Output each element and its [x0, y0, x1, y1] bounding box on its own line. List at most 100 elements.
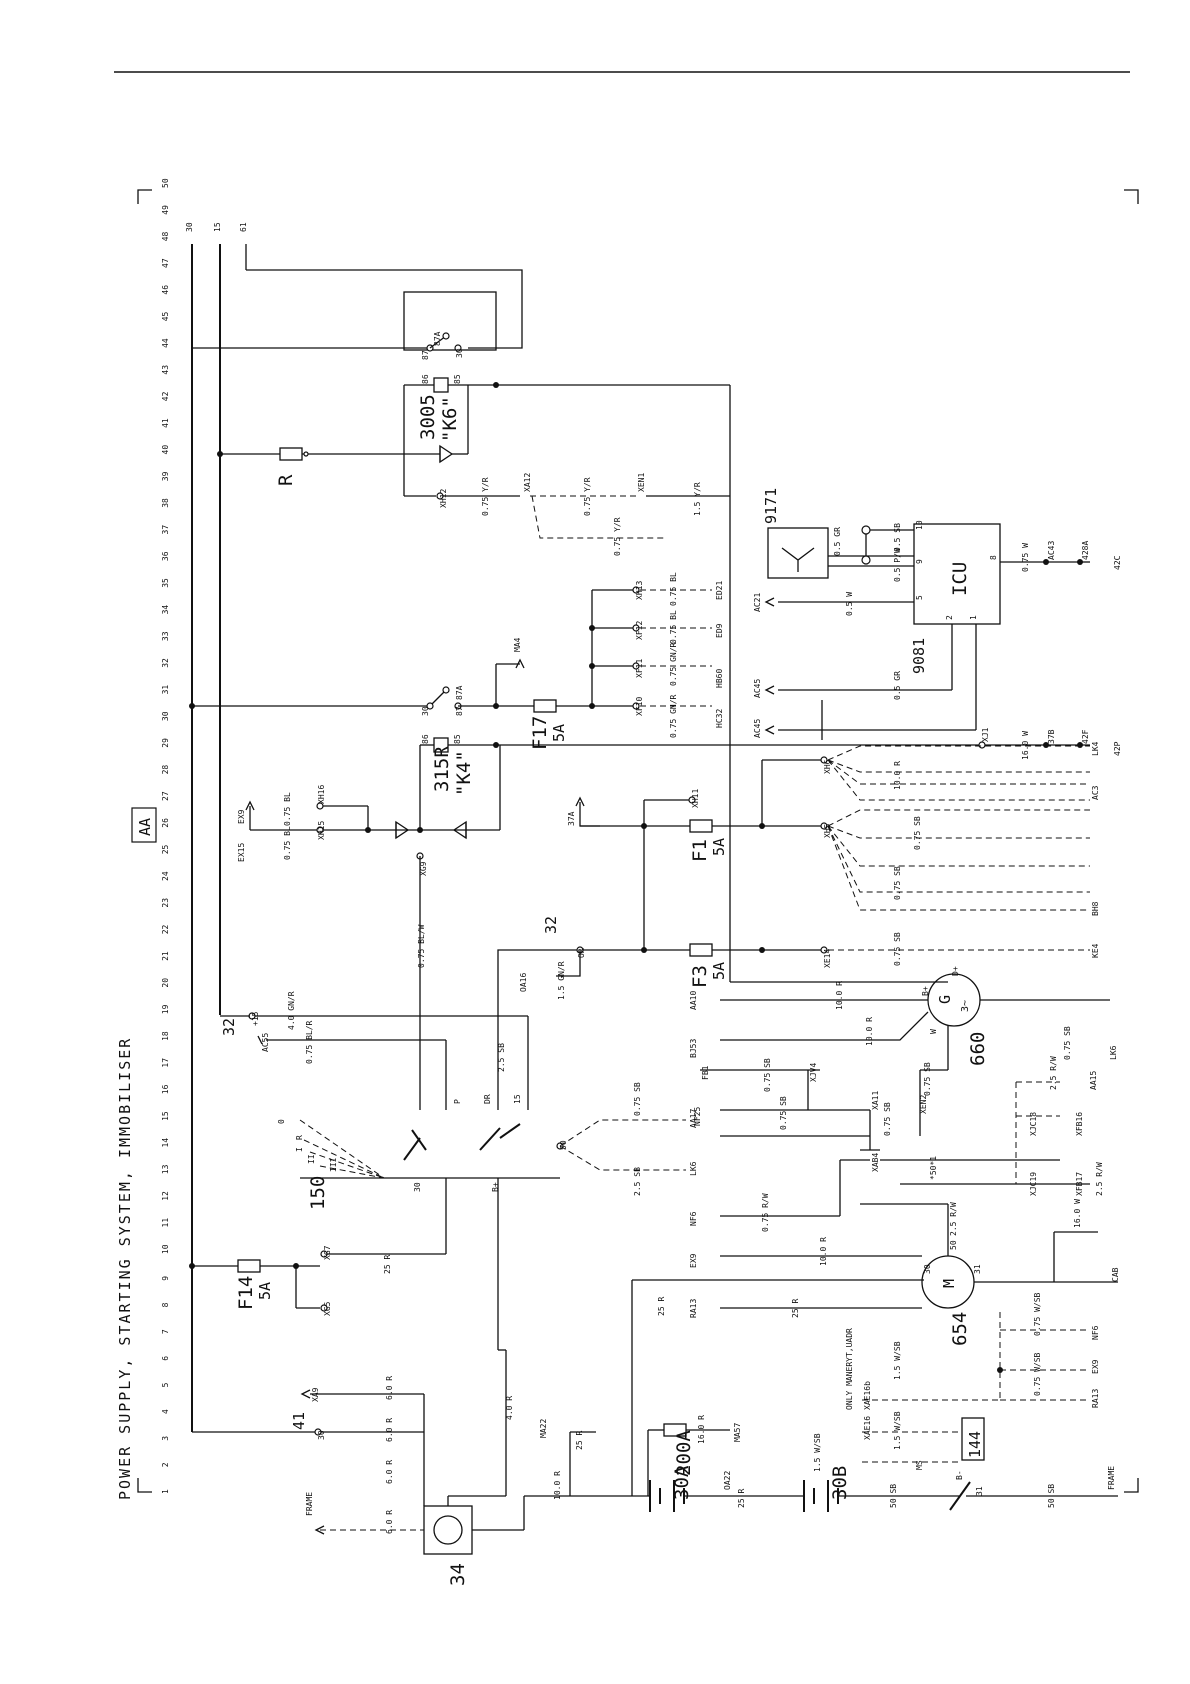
target-oa16: OA16 [519, 973, 528, 992]
wire-bl-w: 0.75 BL/W [417, 924, 426, 968]
grid-number: 1 [161, 1489, 170, 1494]
wire-y-r-4: 1.5 Y/R [693, 482, 702, 516]
sheet-code: AA [136, 818, 154, 836]
grid-number: 5 [161, 1382, 170, 1387]
wire-gn-r-1: 0.75 GN/R [669, 642, 678, 686]
conn-xf10: XF10 [635, 697, 644, 716]
wire-w-sb-5: 0.75 W/SB [1033, 1292, 1042, 1336]
target-nf25: NF25 [693, 1107, 702, 1126]
wire-25r-3: 25 R [791, 1299, 800, 1318]
target-428a: AC43 [1047, 541, 1056, 560]
f3-rating: 5A [710, 962, 728, 980]
bs-pin-31: 31 [975, 1486, 984, 1496]
ref-box-144: 144 [966, 1431, 984, 1458]
wire-2-5-rw-st: 2.5 R/W [949, 1202, 958, 1236]
ign-pin-dr: DR [483, 1094, 492, 1104]
conn-xh11: XH11 [691, 789, 700, 808]
grid-number: 24 [161, 871, 170, 881]
conn-xen2: XEN2 [919, 1095, 928, 1114]
target-fb1: FB1 [701, 1065, 710, 1080]
conn-xg5: XG5 [323, 1301, 332, 1316]
grid-number: 45 [161, 311, 170, 321]
grid-number: 3 [161, 1436, 170, 1441]
ref-32a: 32 [220, 1018, 238, 1036]
target-ex9b: RA13 [1091, 1389, 1100, 1408]
k4-pin-30: 30 [421, 706, 430, 716]
supply-rails: 30 15 61 [185, 222, 248, 1432]
sheet-code-box: AA [131, 807, 157, 843]
note-maneryt: ONLY MANERYT,UADR [845, 1328, 854, 1410]
target-frame-2: CAB [1111, 1267, 1120, 1282]
wire-sb-2: 0.75 SB [913, 816, 922, 850]
grid-number: 28 [161, 765, 170, 775]
target-aa10: AA10 [689, 991, 698, 1010]
grid-number: 15 [161, 1111, 170, 1121]
icu-pin-2: 2 [945, 615, 954, 620]
wire-sb-icu: 0.5 W [845, 592, 854, 616]
rail61-wire [246, 269, 523, 349]
y-r-chain: XH12 0.75 Y/R XA12 0.75 Y/R 0.75 Y/R XEN… [404, 473, 730, 556]
target-42f: 37B [1047, 729, 1056, 744]
conn-xf12: XF12 [635, 621, 644, 640]
rail-61: 61 [239, 222, 248, 232]
conn-xe14: XE14 [823, 949, 832, 968]
grid-number: 20 [161, 978, 170, 988]
target-hb60: HB60 [715, 669, 724, 688]
f17-rating: 5A [550, 724, 568, 742]
target-nf6: EX9 [1091, 1359, 1100, 1374]
starter-symbol: M [940, 1279, 958, 1288]
conn-xfb16: XFB16 [1075, 1112, 1084, 1136]
wire-sb-6: 0.75 SB [779, 1096, 788, 1130]
grid-number: 9 [161, 1276, 170, 1281]
k4-pin-87a: 87A [455, 685, 464, 700]
conn-xae16: XAE16 [863, 1416, 872, 1440]
conn-xg7: XG7 [323, 1245, 332, 1260]
grid-number: 17 [161, 1058, 170, 1068]
grid-number: 4 [161, 1409, 170, 1414]
wire-16r: 10.0 R [553, 1471, 562, 1500]
target-bj53: BJ53 [689, 1039, 698, 1058]
k6-pin-85: 85 [453, 374, 462, 384]
resistor-label: R [275, 474, 297, 486]
target-bj52: RA13 [689, 1299, 698, 1318]
grid-number: 33 [161, 631, 170, 641]
grid-number: 6 [161, 1356, 170, 1361]
grid-number: 38 [161, 498, 170, 508]
diode-k6 [439, 385, 469, 464]
target-oa22: FRAME [305, 1492, 314, 1516]
wire-sb-4: 0.75 SB [893, 932, 902, 966]
alt-number: 660 [967, 1032, 989, 1066]
relay-k4: 30 87 87A 86 85 315R "K4" [189, 685, 980, 830]
wire-10r-2: 10.0 R [835, 981, 844, 1010]
icu-pin-1: 1 [969, 615, 978, 620]
grid-number: 43 [161, 365, 170, 375]
grid-number: 34 [161, 605, 170, 615]
main-switch-34: 4.0 R 41 XA9 30 6.0 R 6.0 R 6.0 R 6.0 R … [192, 1178, 525, 1586]
f14-label: F14 [235, 1276, 257, 1310]
wire-gr-1: 0.5 SB [893, 523, 902, 552]
battery-2-label: 30B [829, 1466, 851, 1500]
ignition-switch-150: +15 4.0 GN/R 0.75 BL/R AC55 32 0.75 BL/W… [220, 856, 698, 1210]
icu-pin-9: 9 [915, 559, 924, 564]
wire-6r-2: 6.0 R [385, 1418, 394, 1442]
wire-10r-1: 10.0 R [819, 1237, 828, 1266]
f14-rating: 5A [256, 1282, 274, 1300]
conn-xh12: XH12 [439, 489, 448, 508]
target-ac55: AC55 [261, 1033, 270, 1052]
frame-corners [137, 189, 1139, 1493]
conn-xms: MS [915, 1460, 924, 1470]
wire-6r-1: 6.0 R [385, 1376, 394, 1400]
grid-number: 41 [161, 418, 170, 428]
wire-0-75-rw: 0.75 R/W [761, 1193, 770, 1232]
wire-2-5-sb-b: 2.5 R/W [1049, 1056, 1058, 1090]
grid-number: 29 [161, 738, 170, 748]
starter-pin-50: 50 [949, 1240, 958, 1250]
starter-motor-654: M 654 30 31 50 CAB 16.0 W 10.0 R EX9 25 … [689, 1199, 1120, 1346]
grid-number: 12 [161, 1191, 170, 1201]
grid-number: 40 [161, 445, 170, 455]
grid-number: 48 [161, 231, 170, 241]
alt-phase: 3~ [960, 1000, 971, 1012]
target-ex9: EX9 [237, 809, 246, 824]
target-37b: 42C [1113, 555, 1122, 570]
